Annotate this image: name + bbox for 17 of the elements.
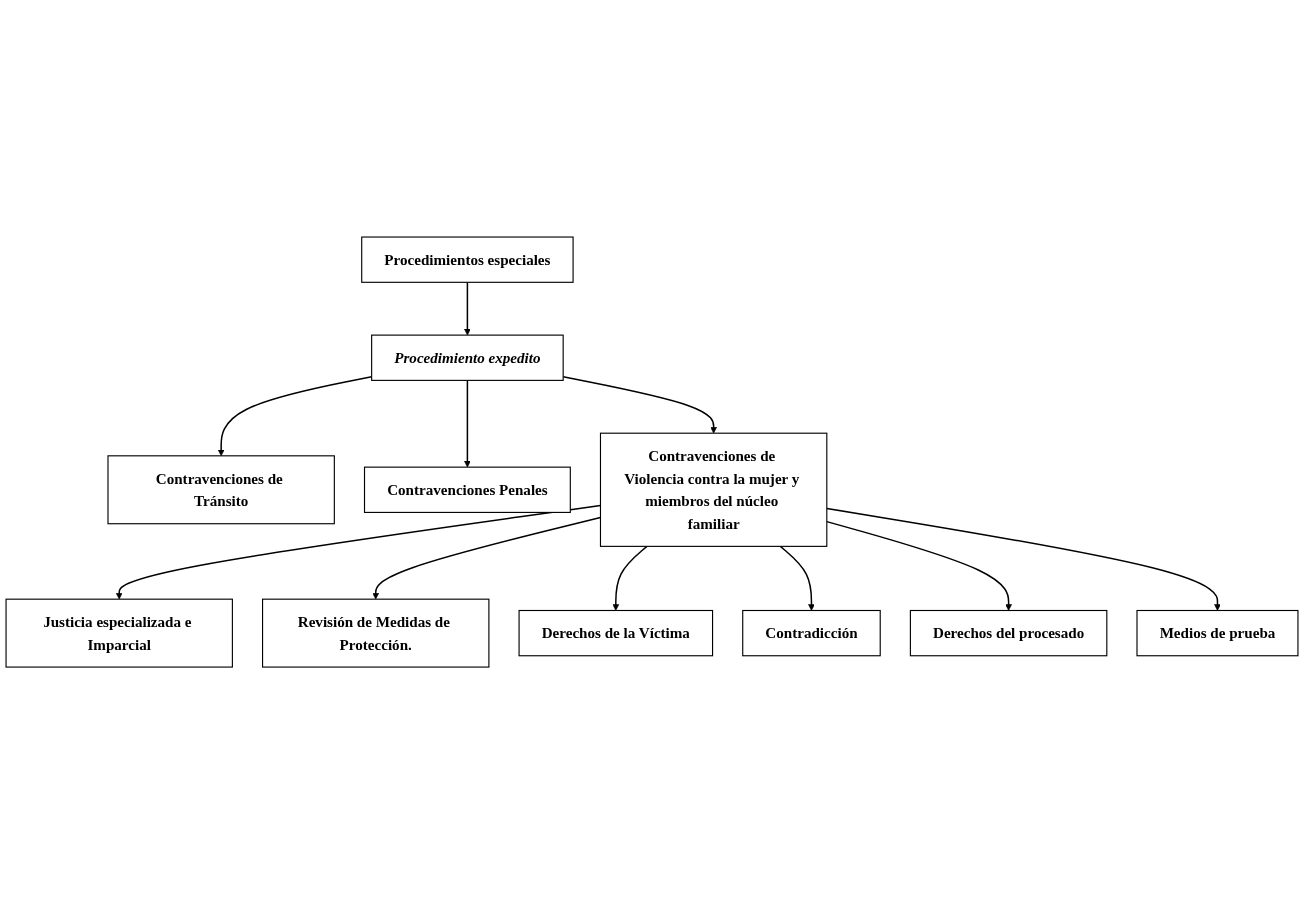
arrow [612, 545, 648, 611]
node-box: Procedimiento expedito [371, 334, 564, 381]
node-box: Derechos de la Víctima [518, 609, 714, 657]
node-box: Derechos del procesado [909, 609, 1108, 657]
arrow [464, 379, 471, 468]
arrow [826, 507, 1221, 611]
arrow [779, 545, 815, 611]
arrow [826, 520, 1012, 611]
node-box: Contravenciones de Tránsito [107, 455, 335, 525]
node-box: Contravenciones de Violencia contra la mujer y miembros del núcleo familiar [599, 432, 828, 547]
node-box: Justicia especializada e Imparcial [5, 598, 233, 668]
node-box: Contradicción [742, 609, 881, 657]
arrow [464, 281, 471, 336]
node-box: Medios de prueba [1136, 609, 1299, 657]
node-box: Procedimientos especiales [361, 236, 574, 283]
node-box: Contravenciones Penales [363, 466, 571, 513]
node-box: Revisión de Medidas de Protección. [262, 598, 490, 668]
